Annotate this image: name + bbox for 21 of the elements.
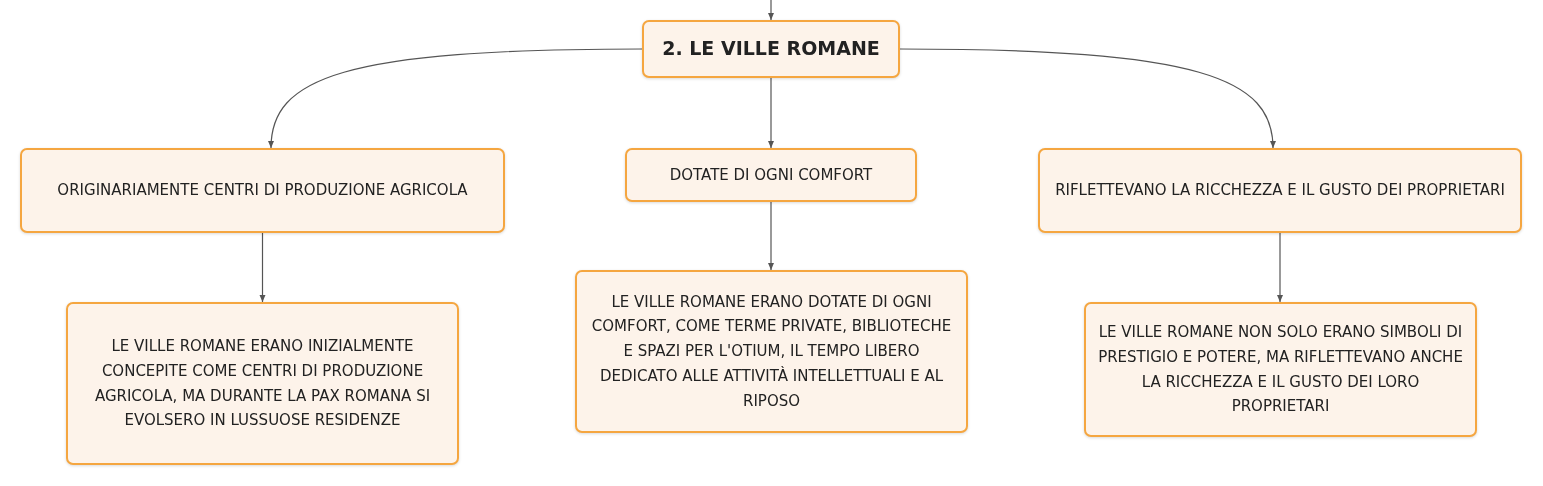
- arrow: [768, 201, 774, 271]
- node-text: LE VILLE ROMANE ERANO DOTATE DI OGNI COMFORT, COME TERME PRIVATE, BIBLIOTECHE E SPAZI PER L'OTIUM, IL TEMPO LIBERO DEDICATO ALLE ATTIVITÀ INTELLETTUALI E AL RIPOSO: [590, 291, 953, 412]
- arrow: [268, 48, 643, 149]
- node-text: LE VILLE ROMANE NON SOLO ERANO SIMBOLI DI PRESTIGIO E POTERE, MA RIFLETTEVANO ANCHE LA RICCHEZZA E IL GUSTO DEI LORO PROPRIETARI: [1098, 322, 1463, 418]
- topic-box: [575, 270, 968, 433]
- topic-box: [66, 302, 459, 465]
- arrow: [899, 48, 1276, 149]
- arrow: [768, 77, 774, 149]
- topic-box: [1038, 148, 1522, 233]
- topic-box: [625, 148, 917, 202]
- node-text: 2. LE VILLE ROMANE: [662, 36, 880, 62]
- arrow: [259, 232, 266, 303]
- node-text: LE VILLE ROMANE ERANO INIZIALMENTE CONCEPITE COME CENTRI DI PRODUZIONE AGRICOLA, MA DURANTE LA PAX ROMANA SI EVOLSERO IN LUSSUOSE RESIDENZE: [93, 336, 432, 432]
- node-text: ORIGINARIAMENTE CENTRI DI PRODUZIONE AGRICOLA: [57, 180, 468, 202]
- node-text: RIFLETTEVANO LA RICCHEZZA E IL GUSTO DEI PROPRIETARI: [1055, 180, 1505, 202]
- arrow: [768, 0, 774, 21]
- topic-box: [20, 148, 505, 233]
- title-box: [642, 20, 900, 78]
- node-text: DOTATE DI OGNI COMFORT: [669, 164, 873, 186]
- arrow: [1277, 232, 1283, 303]
- topic-box: [1084, 302, 1477, 437]
